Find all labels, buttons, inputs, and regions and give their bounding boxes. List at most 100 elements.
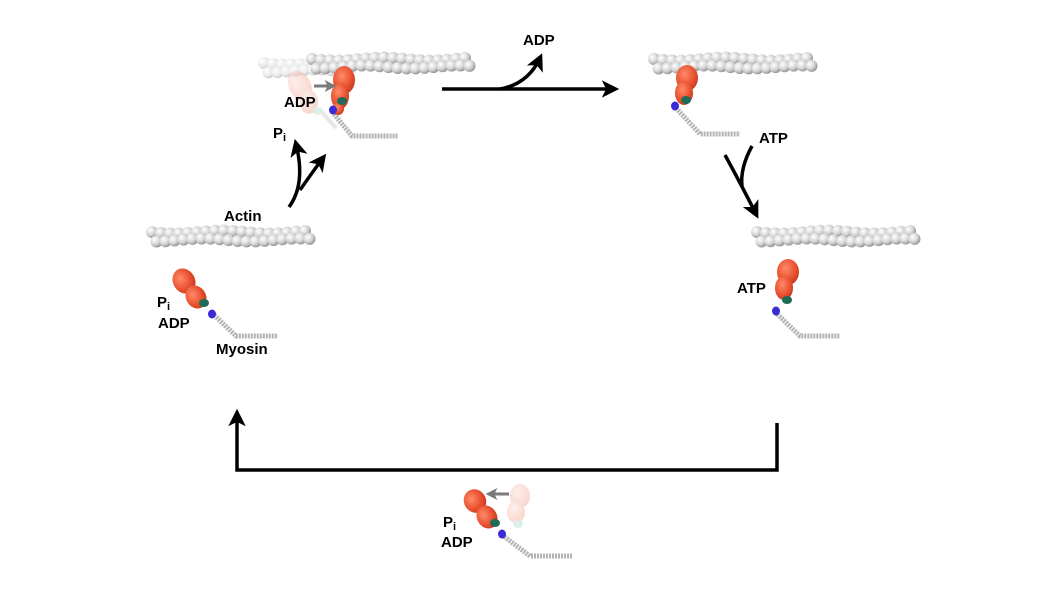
actin-monomer xyxy=(280,65,293,78)
actin-monomer xyxy=(249,235,262,248)
actin-monomer xyxy=(908,232,921,245)
actin-filament-top-right xyxy=(648,51,818,75)
actin-monomer xyxy=(262,66,275,79)
actin-monomer xyxy=(751,62,764,75)
actin-monomer xyxy=(258,57,270,69)
myosin-head-rigor xyxy=(671,65,740,137)
actin-monomer xyxy=(227,224,239,237)
actin-monomer xyxy=(396,52,408,65)
actin-monomer xyxy=(809,232,822,245)
actin-monomer xyxy=(652,62,665,75)
actin-monomer xyxy=(899,232,912,245)
actin-monomer xyxy=(841,225,853,238)
actin-monomer xyxy=(881,233,894,246)
actin-monomer xyxy=(738,52,750,65)
actin-monomer xyxy=(854,235,867,248)
actin-monomer xyxy=(310,62,323,75)
actin-monomer xyxy=(373,60,386,73)
adp-release-branch-arrow xyxy=(499,53,543,91)
actin-monomer xyxy=(285,232,298,245)
actin-monomer xyxy=(827,234,840,247)
actin-filament-right xyxy=(751,224,921,248)
actin-monomer xyxy=(805,59,818,72)
actin-monomer xyxy=(706,59,719,72)
actin-monomer xyxy=(276,233,289,246)
actin-monomer xyxy=(231,234,244,247)
actin-monomer xyxy=(409,62,422,75)
actin-binding-arrow xyxy=(298,153,327,192)
actin-monomer xyxy=(445,59,458,72)
actin-monomer xyxy=(236,225,248,238)
actin-monomer xyxy=(769,61,782,74)
actin-monomer xyxy=(319,62,332,75)
bottom-pi-label: Pi xyxy=(443,514,456,533)
myosin-head-recovery-faded xyxy=(507,484,530,528)
actin-monomer xyxy=(796,59,809,72)
actin-monomer xyxy=(355,59,368,72)
atp-in-label: ATP xyxy=(759,130,788,147)
actin-monomer xyxy=(787,59,800,72)
actin-monomer xyxy=(733,61,746,74)
actin-monomer xyxy=(245,226,257,239)
atp-bound-label: ATP xyxy=(737,280,766,297)
actin-monomer xyxy=(150,235,163,248)
actin-monomer xyxy=(168,234,181,247)
actin-monomer xyxy=(850,226,862,239)
actin-monomer xyxy=(773,234,786,247)
pi-release-arrow xyxy=(287,138,308,209)
left-adp-label: ADP xyxy=(158,315,190,332)
actin-monomer xyxy=(427,61,440,74)
actin-monomer xyxy=(747,53,759,66)
actin-monomer xyxy=(240,235,253,248)
actin-monomer xyxy=(724,61,737,74)
actin-monomer xyxy=(836,234,849,247)
myosin-head-recovery xyxy=(463,489,572,559)
actin-monomer xyxy=(306,53,318,65)
actin-monomer xyxy=(436,60,449,73)
actin-monomer xyxy=(195,232,208,245)
actin-monomer xyxy=(755,235,768,248)
actin-monomer xyxy=(213,233,226,246)
bottom-adp-label: ADP xyxy=(441,534,473,551)
myosin-head-faded xyxy=(287,70,338,130)
actin-monomer xyxy=(697,59,710,72)
actin-monomer xyxy=(791,232,804,245)
actin-monomer xyxy=(303,232,316,245)
actin-monomer xyxy=(778,60,791,73)
pi-top-label: Pi xyxy=(273,125,286,144)
actin-monomer xyxy=(186,232,199,245)
myosin-head-atp xyxy=(772,259,840,339)
actin-monomer xyxy=(271,66,284,79)
actin-monomer xyxy=(387,51,399,64)
actin-monomer xyxy=(751,226,763,238)
actin-filament-top-left xyxy=(306,51,476,75)
actin-monomer xyxy=(267,234,280,247)
released-adp-label: ADP xyxy=(523,32,555,49)
actin-filament-left xyxy=(146,224,316,248)
actin-monomer xyxy=(845,235,858,248)
atp-branch-line xyxy=(739,145,754,187)
myosin-label: Myosin xyxy=(216,341,268,358)
actin-monomer xyxy=(159,235,172,248)
actin-monomer xyxy=(222,234,235,247)
actin-monomer xyxy=(742,62,755,75)
actin-monomer xyxy=(760,61,773,74)
actin-monomer xyxy=(890,232,903,245)
myosin-head-adp-pi xyxy=(172,268,278,339)
left-pi-label: Pi xyxy=(157,294,170,313)
actin-monomer xyxy=(661,62,674,75)
actin-monomer xyxy=(463,59,476,72)
actin-monomer xyxy=(204,232,217,245)
actin-monomer xyxy=(391,61,404,74)
actin-monomer xyxy=(454,59,467,72)
actin-monomer xyxy=(146,226,158,238)
actin-monomer xyxy=(400,62,413,75)
actin-monomer xyxy=(715,60,728,73)
myosin-head xyxy=(329,66,398,139)
actin-monomer xyxy=(382,61,395,74)
actin-monomer xyxy=(832,224,844,237)
actin-monomer xyxy=(872,234,885,247)
actin-monomer xyxy=(782,233,795,246)
actin-monomer xyxy=(863,234,876,247)
